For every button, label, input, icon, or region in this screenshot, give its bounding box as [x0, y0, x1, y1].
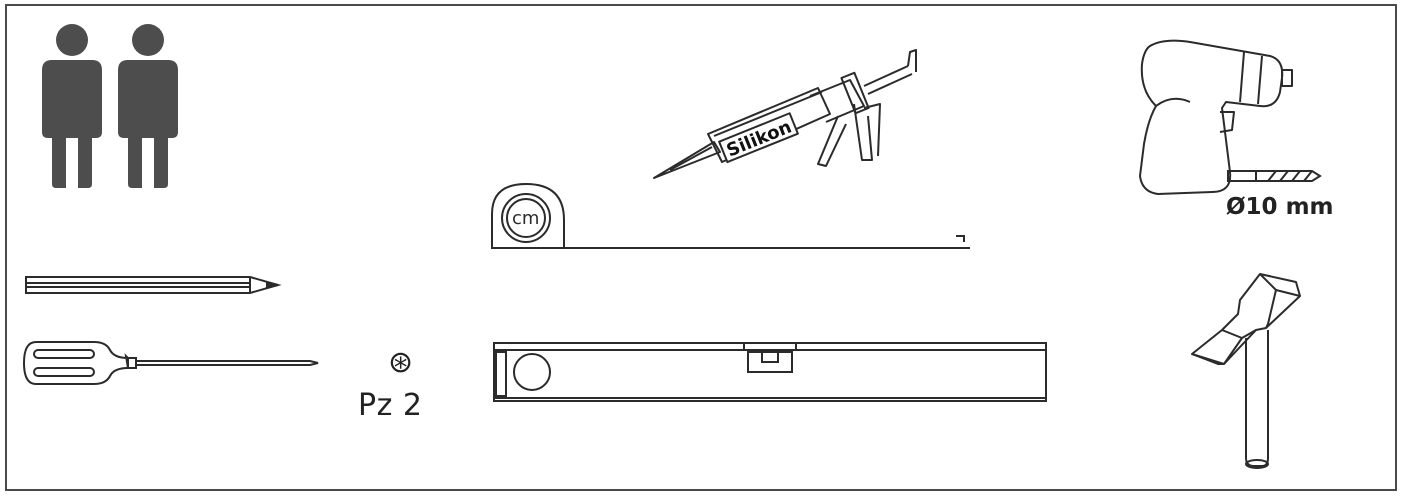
pozidriv-icon: ⊛	[388, 345, 414, 380]
spirit-level-icon	[493, 342, 1047, 402]
screw-bit-label: Pz 2	[358, 388, 423, 423]
tape-measure-icon: cm	[491, 182, 970, 249]
drill-icon	[1139, 39, 1293, 195]
tape-unit-label: cm	[512, 208, 539, 229]
drill-bit-size-label: Ø10 mm	[1226, 194, 1334, 220]
caulking-gun-icon: Silikon	[653, 49, 917, 179]
persons-group	[42, 24, 178, 188]
person-icon	[118, 24, 178, 188]
screwdriver-icon	[22, 341, 319, 385]
tool-overview-frame	[5, 4, 1397, 491]
person-icon	[42, 24, 102, 188]
hammer-icon	[1191, 273, 1301, 469]
drill-bit-icon	[1227, 170, 1322, 182]
pencil-icon	[25, 276, 282, 294]
